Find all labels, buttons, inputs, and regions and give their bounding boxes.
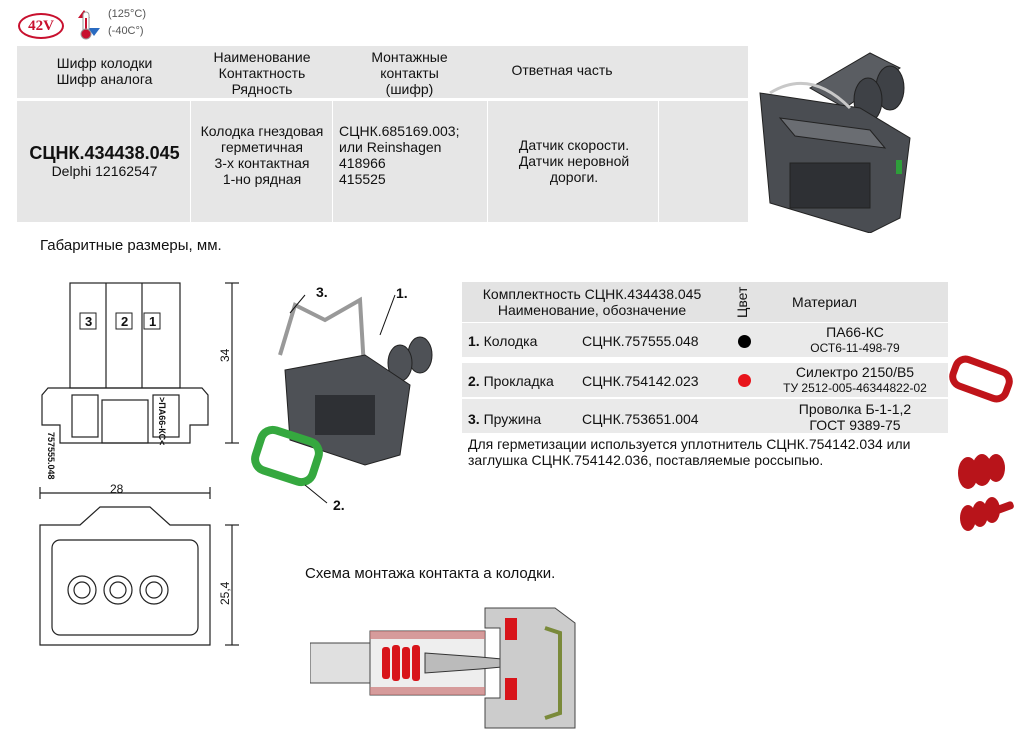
sealing-note: Для герметизации используется уплотнител… [468, 436, 911, 468]
assembly-cross-section [310, 607, 576, 729]
kit-row-code: СЦНК.757555.048 [582, 333, 699, 349]
spec-table-row: СЦНК.434438.045 Delphi 12162547 Колодка … [17, 101, 748, 222]
kit-row: 3. Пружина СЦНК.753651.004 Проволка Б-1-… [462, 399, 948, 433]
assembly-title: Схема монтажа контакта а колодки. [305, 565, 556, 582]
color-dot-black [738, 335, 751, 348]
thermometer-icon [78, 10, 100, 40]
connector-code: СЦНК.434438.045 Delphi 12162547 [29, 143, 180, 179]
kit-table-header: Комплектность СЦНК.434438.045 Наименован… [462, 282, 948, 322]
dimensions-front-drawing [39, 487, 239, 646]
callout-1: 1. [396, 285, 408, 301]
cavity-label-3: 3 [85, 314, 93, 329]
voltage-badge: 42V [18, 13, 64, 39]
cavity-label-1: 1 [149, 314, 157, 329]
kit-row-name: 3. Пружина [468, 411, 542, 427]
kit-row-material: ПА66-КС ОСТ6-11-498-79 [810, 324, 900, 355]
kit-row-code: СЦНК.754142.023 [582, 373, 699, 389]
kit-row-code: СЦНК.753651.004 [582, 411, 699, 427]
connector-name: Колодка гнездовая герметичная 3-х контак… [200, 123, 324, 187]
header-mate: Ответная часть [511, 62, 613, 78]
header-code: Шифр колодки Шифр аналога [56, 55, 153, 87]
dimensions-top-drawing [41, 282, 239, 444]
dim-height-bottom: 25,4 [218, 581, 232, 605]
contact-codes: СЦНК.685169.003; или Reinshagen 418966 4… [339, 123, 460, 187]
mate-part: Датчик скорости. Датчик неровной дороги. [518, 137, 630, 185]
kit-row-material: Силектро 2150/В5 ТУ 2512-005-46344822-02 [783, 364, 927, 395]
color-dot-red [738, 374, 751, 387]
exploded-view-image [251, 294, 433, 504]
temp-high-label: (125°C) [108, 8, 147, 20]
callout-2: 2. [333, 497, 345, 513]
spec-table-header: Шифр колодки Шифр аналога Наименование К… [17, 46, 748, 98]
kit-row: 1. Колодка СЦНК.757555.048 ПА66-КС ОСТ6-… [462, 323, 948, 357]
kit-header-material: Материал [792, 294, 857, 310]
dim-height-top: 34 [218, 348, 232, 362]
kit-row: 2. Прокладка СЦНК.754142.023 Силектро 21… [462, 363, 948, 397]
callout-3: 3. [316, 284, 328, 300]
cavity-label-2: 2 [121, 314, 129, 329]
kit-header-color: Цвет [734, 286, 750, 318]
gasket-image [949, 355, 1013, 403]
connector-3d-image [759, 52, 911, 233]
dimensions-title: Габаритные размеры, мм. [40, 237, 222, 254]
kit-row-name: 2. Прокладка [468, 373, 554, 389]
dim-width: 28 [110, 482, 124, 496]
header-name: Наименование Контактность Рядность [213, 49, 311, 97]
kit-row-name: 1. Колодка [468, 333, 538, 349]
part-label-right: >ПА66-КС< [157, 397, 167, 446]
part-label-left: 757555.048 [46, 432, 56, 480]
temp-low-label: (-40C°) [108, 25, 144, 37]
kit-row-material: Проволка Б-1-1,2 ГОСТ 9389-75 [798, 401, 912, 433]
header-contacts: Монтажные контакты (шифр) [371, 49, 448, 97]
seal-plug-image [958, 454, 1014, 531]
kit-header-title: Комплектность СЦНК.434438.045 Наименован… [482, 286, 702, 318]
